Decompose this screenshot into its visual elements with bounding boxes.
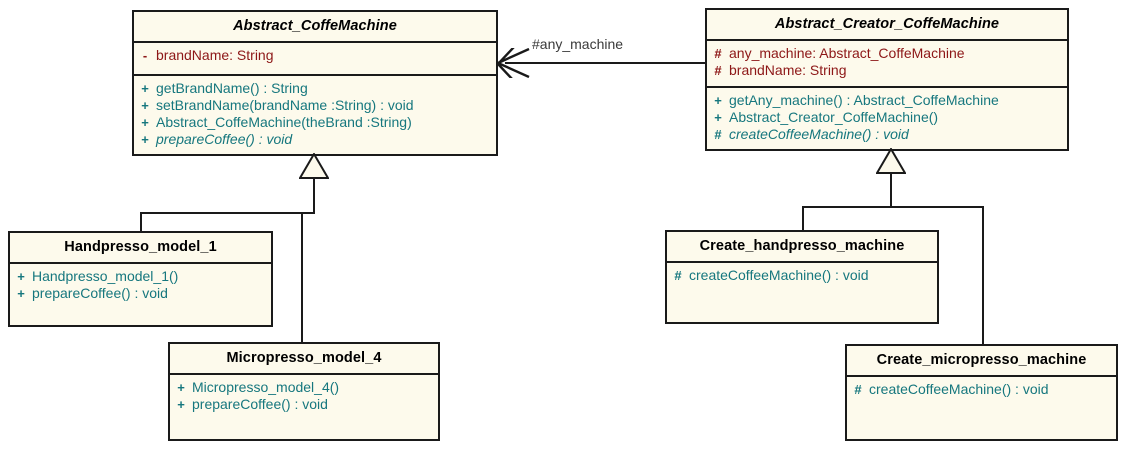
generalization-drop-handpresso <box>140 212 142 233</box>
method-text: prepareCoffee() : void <box>192 396 328 412</box>
generalization-drop-micropresso <box>301 212 303 342</box>
methods-compartment-abstract-coffemachine: + getBrandName() : String + setBrandName… <box>134 76 496 153</box>
methods-compartment-create-micropresso-machine: # createCoffeeMachine() : void <box>847 377 1116 403</box>
class-handpresso-model-1[interactable]: Handpresso_model_1 + Handpresso_model_1(… <box>8 231 273 327</box>
method-text: Abstract_CoffeMachine(theBrand :String) <box>156 114 412 130</box>
method-row: + getAny_machine() : Abstract_CoffeMachi… <box>707 92 1067 109</box>
attribute-row: # any_machine: Abstract_CoffeMachine <box>707 45 1067 62</box>
visibility-marker: # <box>674 268 682 283</box>
method-text: createCoffeeMachine() : void <box>869 381 1049 397</box>
class-name-abstract-creator-coffemachine: Abstract_Creator_CoffeMachine <box>707 10 1067 41</box>
method-row: # createCoffeeMachine() : void <box>847 381 1116 398</box>
generalization-bar-right <box>802 206 984 208</box>
generalization-triangle-left <box>299 153 329 179</box>
visibility-marker: # <box>714 46 722 61</box>
generalization-stem-right <box>890 171 892 208</box>
visibility-marker: + <box>714 110 722 125</box>
attribute-row: - brandName: String <box>134 47 496 64</box>
method-text: createCoffeeMachine() : void <box>729 126 909 142</box>
attributes-compartment-abstract-creator-coffemachine: # any_machine: Abstract_CoffeMachine # b… <box>707 41 1067 88</box>
class-abstract-coffemachine[interactable]: Abstract_CoffeMachine - brandName: Strin… <box>132 10 498 156</box>
generalization-stem-left <box>313 176 315 214</box>
class-name-handpresso-model-1: Handpresso_model_1 <box>10 233 271 264</box>
method-row: + Micropresso_model_4() <box>170 379 438 396</box>
attribute-text: brandName: String <box>156 47 274 63</box>
method-text: Abstract_Creator_CoffeMachine() <box>729 109 939 125</box>
generalization-triangle-right <box>876 148 906 174</box>
visibility-marker: + <box>141 81 149 96</box>
method-text: Micropresso_model_4() <box>192 379 340 395</box>
methods-compartment-micropresso-model-4: + Micropresso_model_4() + prepareCoffee(… <box>170 375 438 418</box>
attribute-text: brandName: String <box>729 62 847 78</box>
visibility-marker: - <box>142 48 148 63</box>
generalization-drop-create-micropresso <box>982 206 984 344</box>
method-row: + prepareCoffee() : void <box>134 131 496 148</box>
visibility-marker: + <box>177 380 185 395</box>
method-row: + setBrandName(brandName :String) : void <box>134 97 496 114</box>
class-abstract-creator-coffemachine[interactable]: Abstract_Creator_CoffeMachine # any_mach… <box>705 8 1069 151</box>
method-row: + Abstract_CoffeMachine(theBrand :String… <box>134 114 496 131</box>
visibility-marker: + <box>17 269 25 284</box>
method-row: + getBrandName() : String <box>134 80 496 97</box>
association-label-any-machine: #any_machine <box>532 36 624 52</box>
attribute-row: # brandName: String <box>707 62 1067 79</box>
class-name-create-micropresso-machine: Create_micropresso_machine <box>847 346 1116 377</box>
method-text: Handpresso_model_1() <box>32 268 179 284</box>
method-text: getAny_machine() : Abstract_CoffeMachine <box>729 92 999 108</box>
class-create-micropresso-machine[interactable]: Create_micropresso_machine # createCoffe… <box>845 344 1118 441</box>
attribute-text: any_machine: Abstract_CoffeMachine <box>729 45 965 61</box>
class-name-abstract-coffemachine: Abstract_CoffeMachine <box>134 12 496 43</box>
association-open-arrowhead <box>496 48 530 78</box>
methods-compartment-handpresso-model-1: + Handpresso_model_1() + prepareCoffee()… <box>10 264 271 307</box>
visibility-marker: + <box>141 98 149 113</box>
method-text: setBrandName(brandName :String) : void <box>156 97 414 113</box>
class-name-create-handpresso-machine: Create_handpresso_machine <box>667 232 937 263</box>
method-row: + prepareCoffee() : void <box>10 285 271 302</box>
visibility-marker: + <box>17 286 25 301</box>
visibility-marker: # <box>714 127 722 142</box>
class-create-handpresso-machine[interactable]: Create_handpresso_machine # createCoffee… <box>665 230 939 324</box>
attributes-compartment-abstract-coffemachine: - brandName: String <box>134 43 496 76</box>
method-row: + Abstract_Creator_CoffeMachine() <box>707 109 1067 126</box>
method-text: prepareCoffee() : void <box>156 131 293 147</box>
method-row: + prepareCoffee() : void <box>170 396 438 413</box>
class-name-micropresso-model-4: Micropresso_model_4 <box>170 344 438 375</box>
method-text: createCoffeeMachine() : void <box>689 267 869 283</box>
method-row: + Handpresso_model_1() <box>10 268 271 285</box>
method-text: getBrandName() : String <box>156 80 308 96</box>
visibility-marker: # <box>714 63 722 78</box>
method-text: prepareCoffee() : void <box>32 285 168 301</box>
visibility-marker: + <box>141 115 149 130</box>
class-micropresso-model-4[interactable]: Micropresso_model_4 + Micropresso_model_… <box>168 342 440 441</box>
method-row: # createCoffeeMachine() : void <box>667 267 937 284</box>
generalization-drop-create-handpresso <box>802 206 804 231</box>
methods-compartment-create-handpresso-machine: # createCoffeeMachine() : void <box>667 263 937 289</box>
association-line-any-machine <box>505 62 707 64</box>
visibility-marker: + <box>141 132 149 147</box>
generalization-bar-left <box>140 212 315 214</box>
methods-compartment-abstract-creator-coffemachine: + getAny_machine() : Abstract_CoffeMachi… <box>707 88 1067 148</box>
visibility-marker: + <box>714 93 722 108</box>
method-row: # createCoffeeMachine() : void <box>707 126 1067 143</box>
visibility-marker: # <box>854 382 862 397</box>
visibility-marker: + <box>177 397 185 412</box>
